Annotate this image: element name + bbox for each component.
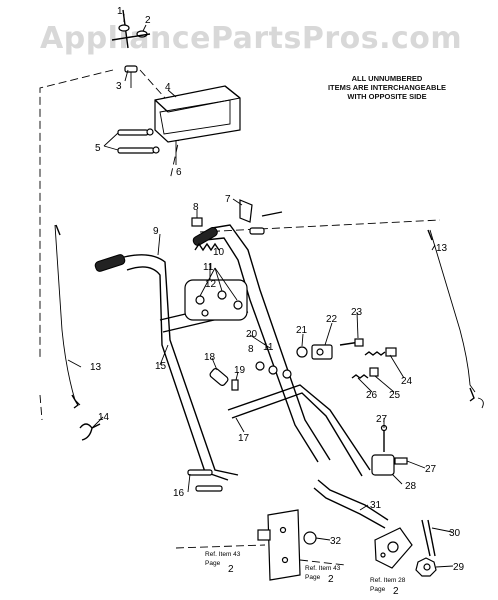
callout-25: 25 (389, 390, 401, 401)
ref-num-2: 2 (328, 574, 334, 585)
callout-22: 22 (326, 314, 338, 325)
panel-screws (117, 128, 160, 154)
callout-8-top: 8 (193, 202, 199, 213)
ref-note-3: Ref. Item 28 (370, 577, 406, 584)
callout-13-left: 13 (90, 362, 102, 373)
callout-26: 26 (366, 390, 378, 401)
ref-page-2: Page (305, 574, 321, 581)
spring (194, 242, 220, 252)
rod-hardware (255, 338, 397, 379)
callout-27-top: 27 (376, 414, 388, 425)
callout-10: 10 (213, 247, 225, 258)
handle-grips (94, 227, 218, 272)
callout-31: 31 (370, 500, 382, 511)
ref-note-1: Ref. Item 43 (205, 551, 241, 558)
leader-lines (67, 14, 454, 568)
callout-32: 32 (330, 536, 342, 547)
callout-29: 29 (453, 562, 465, 573)
ref-num-1: 2 (228, 564, 234, 575)
reference-notes: Ref. Item 43 Page 2 Ref. Item 43 Page 2 … (205, 551, 406, 597)
rod-bracket (371, 454, 408, 476)
callout-17: 17 (238, 433, 250, 444)
callout-13-right: 13 (436, 243, 448, 254)
callout-30: 30 (449, 528, 461, 539)
callout-21: 21 (296, 325, 308, 336)
callout-9: 9 (153, 226, 159, 237)
callout-8-mid: 8 (248, 344, 254, 355)
shift-plate (374, 527, 413, 569)
hook (79, 423, 101, 441)
note-line-1: ALL UNNUMBERED (352, 74, 423, 83)
callout-5: 5 (95, 143, 101, 154)
pins (380, 424, 388, 452)
spacer-tubes (209, 368, 239, 391)
callout-numbers: 1 2 3 4 5 6 7 8 9 10 11 12 13 13 14 15 1… (90, 6, 465, 573)
nut-top (191, 217, 203, 227)
callout-23: 23 (351, 307, 363, 318)
lever (239, 199, 283, 235)
callout-15: 15 (155, 361, 167, 372)
callout-2: 2 (145, 15, 151, 26)
callout-11-top: 11 (203, 262, 214, 273)
ref-note-2: Ref. Item 43 (305, 565, 341, 572)
nut-32 (303, 531, 317, 545)
watermark: AppliancePartsPros.com (40, 21, 462, 56)
knob (415, 557, 437, 577)
lower-plate (257, 509, 301, 581)
callout-12: 12 (205, 279, 217, 290)
callout-16: 16 (173, 488, 185, 499)
knob-rod (421, 519, 436, 557)
note-line-2: ITEMS ARE INTERCHANGEABLE (328, 83, 446, 92)
handle-frame (119, 224, 331, 481)
callout-7: 7 (225, 194, 231, 205)
ref-num-3: 2 (393, 586, 399, 597)
callout-3: 3 (116, 81, 122, 92)
ref-page-3: Page (370, 586, 386, 593)
callout-24: 24 (401, 376, 413, 387)
lower-bolts (187, 469, 223, 492)
control-panel (154, 85, 241, 143)
callout-14: 14 (98, 412, 110, 423)
callout-19: 19 (234, 365, 246, 376)
callout-18: 18 (204, 352, 216, 363)
callout-1: 1 (117, 6, 123, 17)
callout-20: 20 (246, 329, 258, 340)
control-rods (227, 384, 389, 529)
note-line-3: WITH OPPOSITE SIDE (347, 92, 426, 101)
cables (54, 224, 484, 409)
callout-11-mid: 11 (263, 342, 274, 353)
callout-4: 4 (165, 82, 171, 93)
callout-6: 6 (176, 167, 182, 178)
callout-27-right: 27 (425, 464, 437, 475)
ref-page-1: Page (205, 560, 221, 567)
callout-28: 28 (405, 481, 417, 492)
